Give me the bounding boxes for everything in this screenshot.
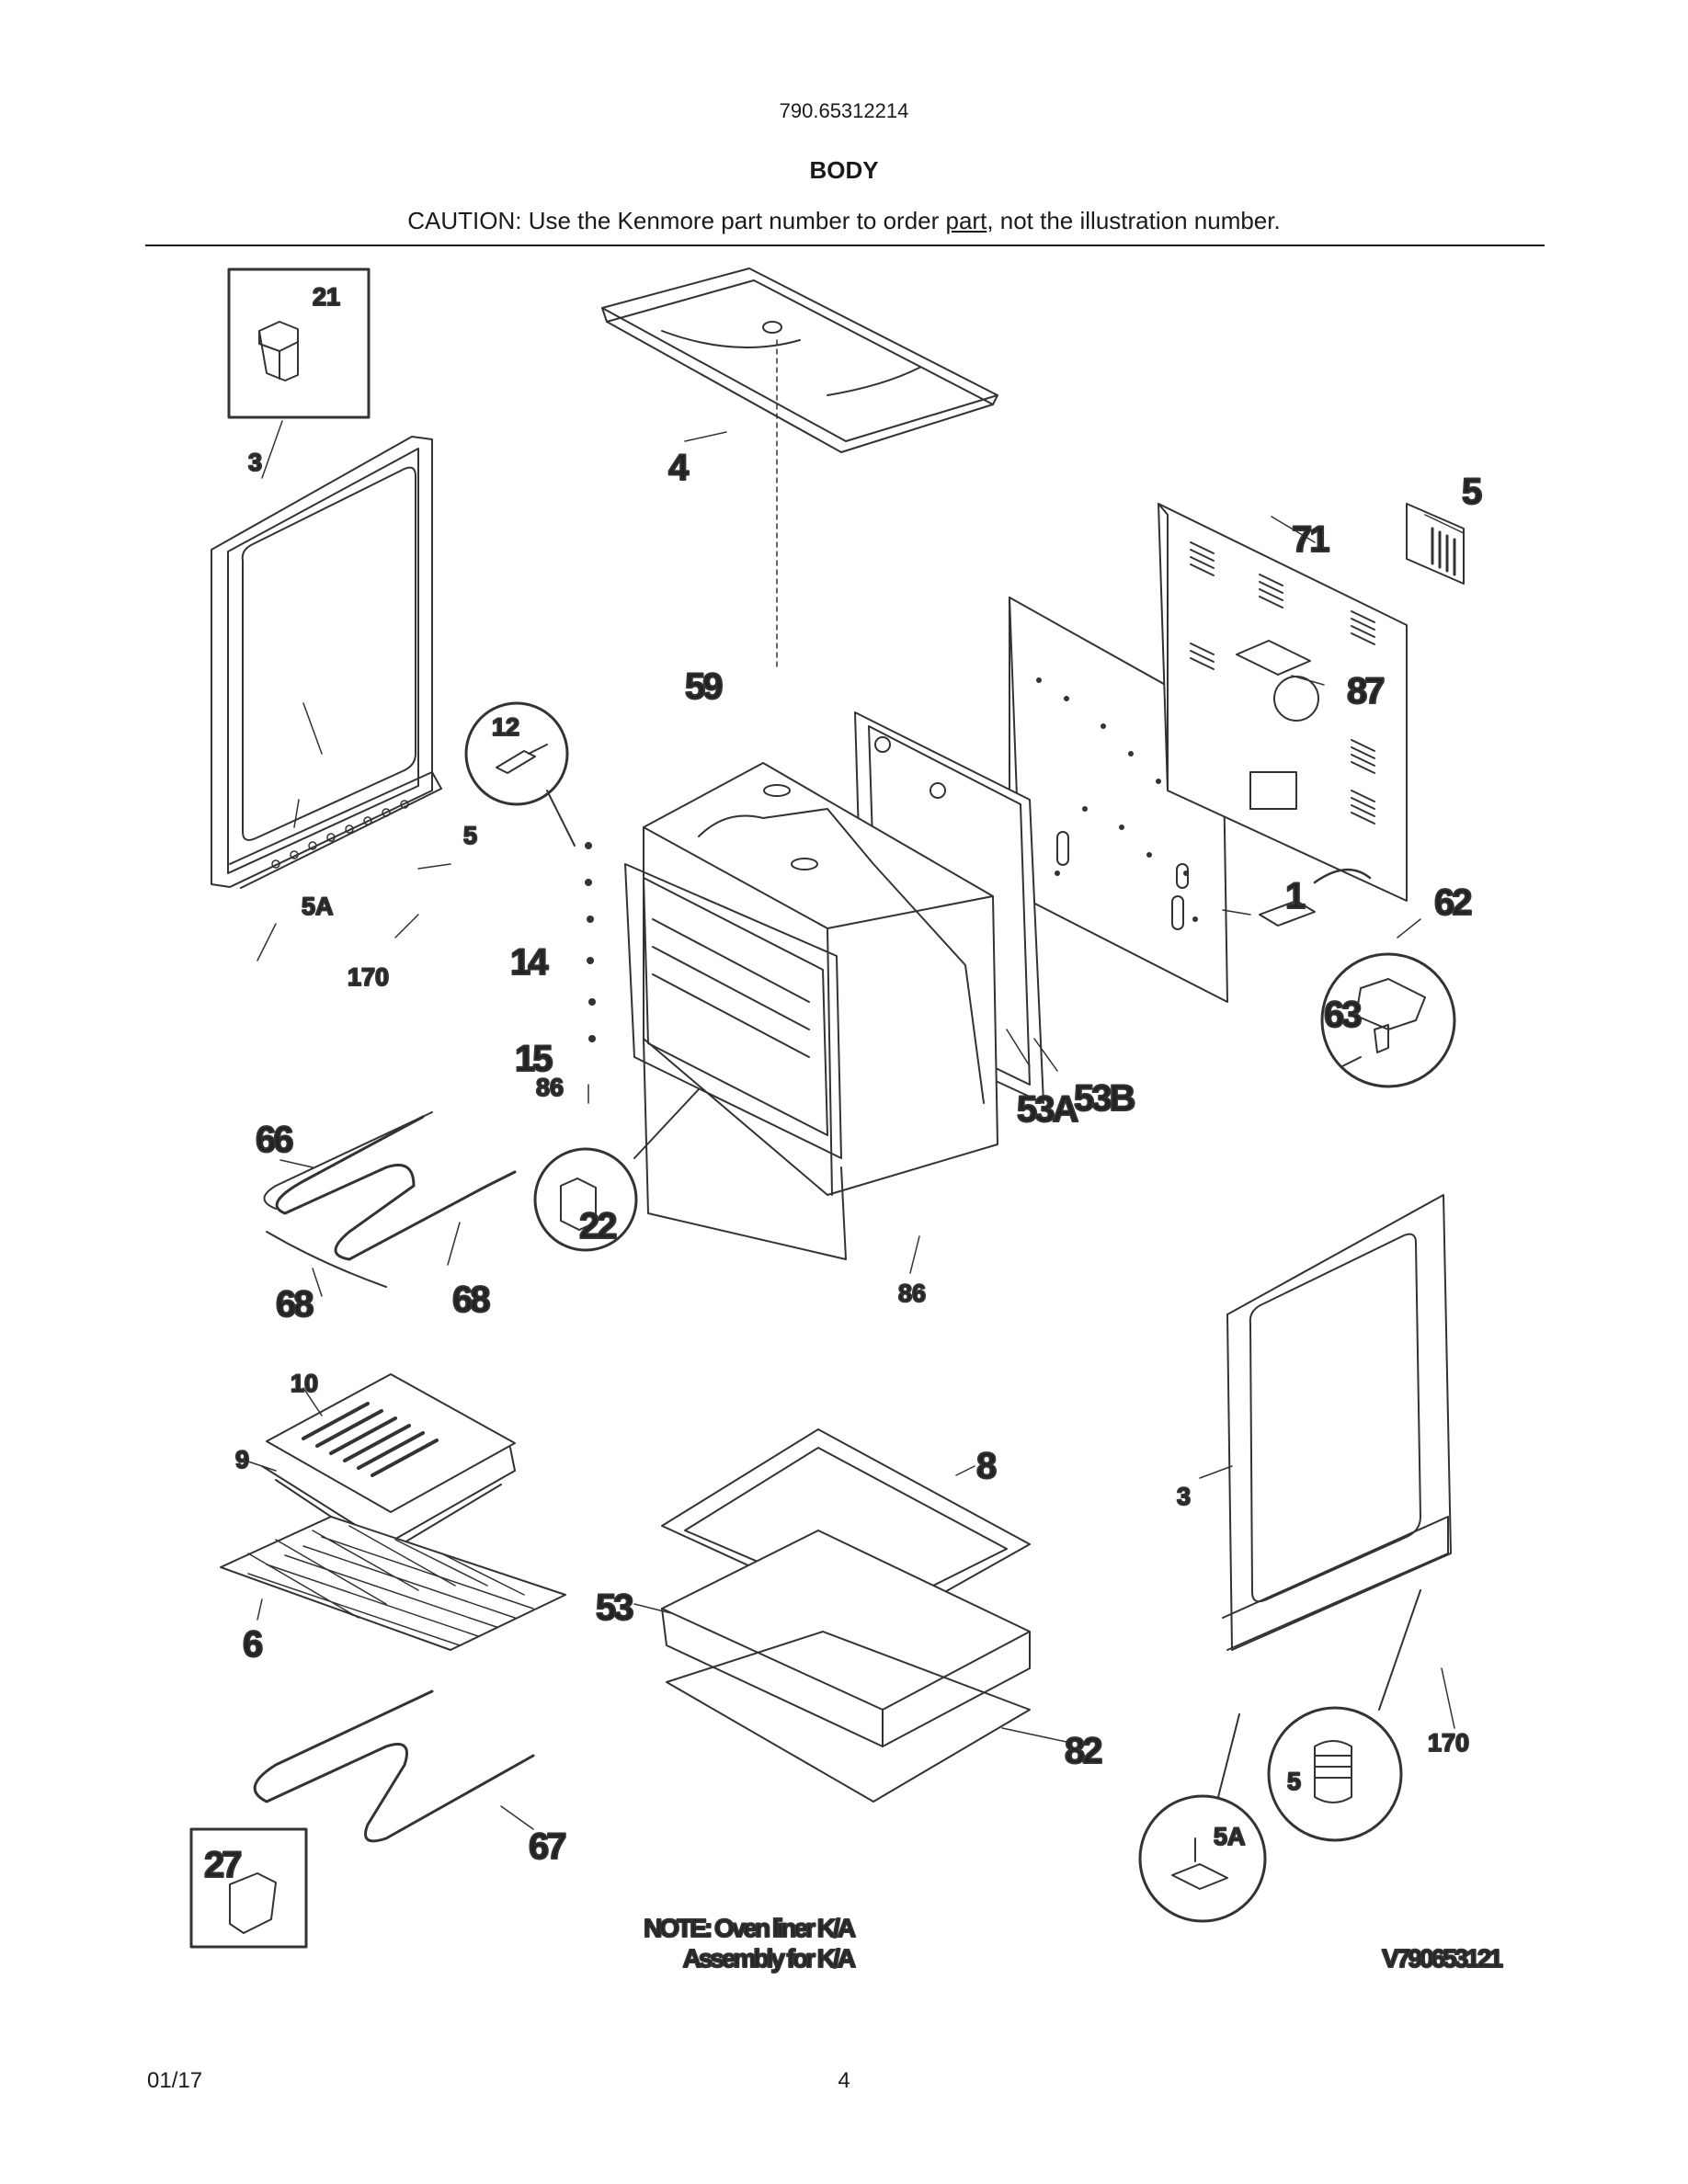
left-side-panel [211,436,442,889]
callout-86-right: 86 [898,1280,926,1307]
caution-part-word: part [945,207,987,234]
footer-page-number: 4 [838,2068,850,2093]
callout-21: 21 [313,283,340,311]
callout-87: 87 [1347,671,1384,711]
callout-5a: 5A [302,893,334,920]
callout-5-vent: 5 [1462,472,1482,512]
callout-63: 63 [1324,995,1361,1035]
top-panel [601,267,998,453]
callout-5-right-bottom: 5 [1287,1768,1301,1795]
section-title: BODY [809,156,879,184]
leader-lines [247,339,1465,1830]
callout-3-right: 3 [1177,1483,1191,1510]
callout-4: 4 [668,448,690,488]
part-12-inset [464,701,576,847]
callout-3-left: 3 [248,449,262,476]
note-line-2: Assembly for K/A [683,1944,856,1973]
note-line-1: NOTE: Oven liner K/A [644,1914,856,1942]
caution-prefix: CAUTION: Use the Kenmore part number to … [407,207,946,234]
caution-suffix: , not the illustration number. [987,207,1281,234]
callout-12: 12 [492,713,519,741]
callout-5a-right: 5A [1214,1823,1246,1850]
oven-bottom-set [661,1428,1031,1803]
callout-67: 67 [529,1826,565,1867]
callout-53b: 53B [1074,1078,1135,1119]
callout-68-left: 68 [276,1284,314,1325]
right-side-panel [1222,1194,1452,1651]
callout-8: 8 [976,1446,997,1486]
model-number: 790.65312214 [779,99,909,122]
callout-22: 22 [579,1206,616,1246]
callout-27: 27 [204,1845,241,1885]
part-22-inset [533,1088,700,1252]
callout-62: 62 [1434,882,1471,923]
caution-text: CAUTION: Use the Kenmore part number to … [0,207,1688,235]
callout-86-left: 86 [536,1074,564,1101]
callout-59: 59 [685,666,722,707]
callout-5: 5 [463,822,477,849]
callout-1: 1 [1285,876,1306,916]
header-rule [145,245,1545,246]
oven-cavity [585,762,998,1260]
callout-68-right: 68 [452,1280,490,1320]
callout-10: 10 [291,1370,318,1397]
callout-170-right: 170 [1428,1729,1469,1757]
leveling-leg-inset [1267,1589,1421,1842]
bake-element [253,1689,535,1843]
callout-82: 82 [1065,1731,1101,1771]
callout-9: 9 [235,1446,249,1473]
callout-6: 6 [243,1624,262,1665]
footer-date: 01/17 [147,2068,203,2093]
back-panel [1158,503,1408,902]
callout-170: 170 [348,963,389,991]
callout-15: 15 [515,1039,553,1079]
broil-element [263,1111,517,1288]
callout-53: 53 [596,1587,633,1628]
callout-53a: 53A [1017,1089,1078,1130]
oven-rack [220,1516,566,1651]
part-62-inset [1259,868,1456,1088]
callout-66: 66 [256,1120,292,1160]
callout-14: 14 [510,942,549,983]
broiler-pan-set [261,1373,516,1554]
callout-71: 71 [1292,519,1329,560]
drawing-id: V790653121 [1382,1944,1502,1973]
vent-cover [1406,503,1465,585]
part-21-inset [227,267,371,419]
part-27-inset [189,1827,308,1949]
leveling-bracket-inset [1138,1713,1267,1923]
